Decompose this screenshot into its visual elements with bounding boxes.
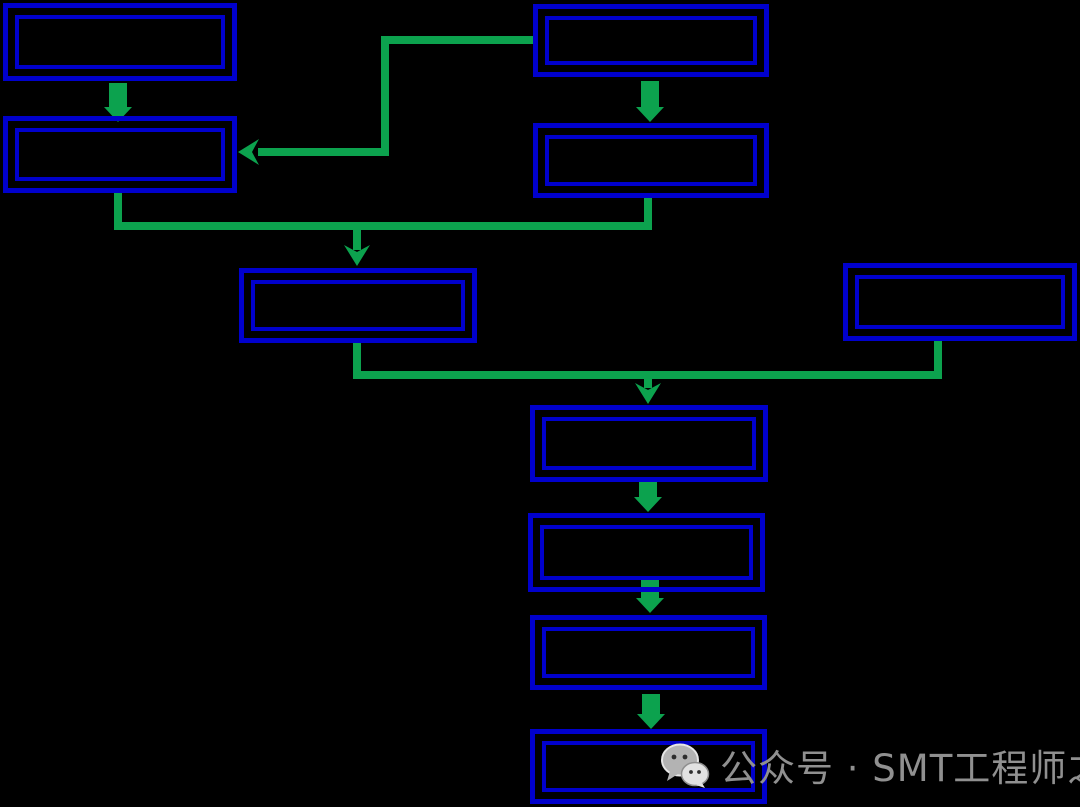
flow-box-center-7-inner-frame — [542, 741, 755, 792]
flow-box-mid-left-3-inner-frame — [251, 280, 465, 331]
flow-box-top-left-inner-frame — [15, 15, 225, 69]
flow-box-top-right — [533, 4, 769, 77]
flow-box-center-4-inner-frame — [542, 417, 756, 470]
flow-box-center-4 — [530, 405, 768, 482]
flow-box-left-2-inner-frame — [15, 128, 225, 181]
flow-box-center-5-inner-frame — [540, 525, 753, 580]
flow-box-top-right-inner-frame — [545, 16, 757, 65]
flow-box-center-5 — [528, 513, 765, 592]
flow-box-mid-left-3 — [239, 268, 477, 343]
flow-box-far-right-3-inner-frame — [855, 275, 1065, 329]
watermark-text: 公众号 · SMT工程师之家 — [720, 747, 1080, 790]
flow-box-top-left — [3, 3, 237, 81]
watermark: 公众号 · SMT工程师之家 — [658, 738, 1080, 792]
flow-box-left-2 — [3, 116, 237, 193]
wechat-icon — [661, 743, 710, 788]
flow-box-right-2-inner-frame — [545, 135, 757, 186]
flow-box-right-2 — [533, 123, 769, 198]
flow-box-center-6-inner-frame — [542, 627, 755, 678]
flow-box-far-right-3 — [843, 263, 1077, 341]
flow-box-center-7 — [530, 729, 767, 804]
flow-box-center-6 — [530, 615, 767, 690]
